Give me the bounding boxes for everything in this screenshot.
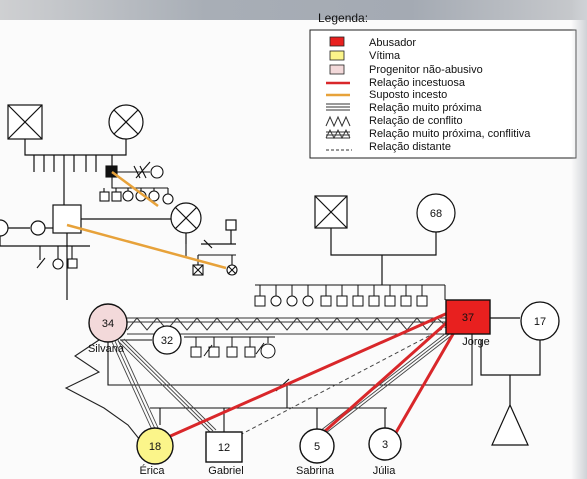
legend-label-progenitor: Progenitor não-abusivo (369, 64, 483, 76)
suspected-incest-line-father (67, 225, 226, 268)
gabriel-age: 12 (218, 442, 230, 454)
legend-label-proxima: Relação muito próxima (369, 102, 482, 114)
pregnancy-triangle (492, 405, 528, 445)
person-17-age: 17 (534, 316, 546, 328)
right-edge-shading (571, 0, 587, 479)
silvana-parents-row (0, 172, 236, 300)
jorge-age: 37 (462, 312, 474, 324)
silvana-age: 34 (102, 318, 114, 330)
legend-label-incestuosa: Relação incestuosa (369, 77, 466, 89)
legend-label-conflito: Relação de conflito (369, 115, 463, 127)
jorge-name: Jorge (462, 336, 490, 348)
julia-name: Júlia (373, 465, 397, 477)
silvana-erica-conflict (66, 340, 140, 440)
person-32-age: 32 (161, 335, 173, 347)
sabrina-name: Sabrina (296, 465, 335, 477)
legend-nonabusive-swatch (330, 65, 344, 74)
erica-name: Érica (139, 464, 165, 477)
silvana-name: Silvana (88, 343, 125, 355)
legend-label-vitima: Vítima (369, 50, 401, 62)
jorge-siblings (255, 285, 445, 306)
incest-lines (166, 312, 460, 438)
gabriel-name: Gabriel (208, 465, 243, 477)
maternal-grandparents (8, 105, 143, 172)
legend-label-proxima-conflitiva: Relação muito próxima, conflitiva (369, 128, 531, 140)
silvana-ex-branch (184, 337, 275, 358)
legend-title: Legenda: (318, 11, 368, 25)
erica-age: 18 (149, 441, 161, 453)
legend: Legenda: Abusador Vítima (310, 11, 576, 158)
incest-line-erica (166, 312, 450, 438)
incest-line-sabrina (324, 318, 452, 432)
uncle-family (100, 162, 173, 204)
legend-label-suposto: Suposto incesto (369, 89, 447, 101)
sabrina-age: 5 (314, 441, 320, 453)
legend-label-distante: Relação distante (369, 141, 451, 153)
julia-age: 3 (382, 439, 388, 451)
legend-victim-swatch (330, 51, 344, 60)
legend-abuser-swatch (330, 37, 344, 46)
person-68-age: 68 (430, 208, 442, 220)
legend-label-abusador: Abusador (369, 37, 416, 49)
